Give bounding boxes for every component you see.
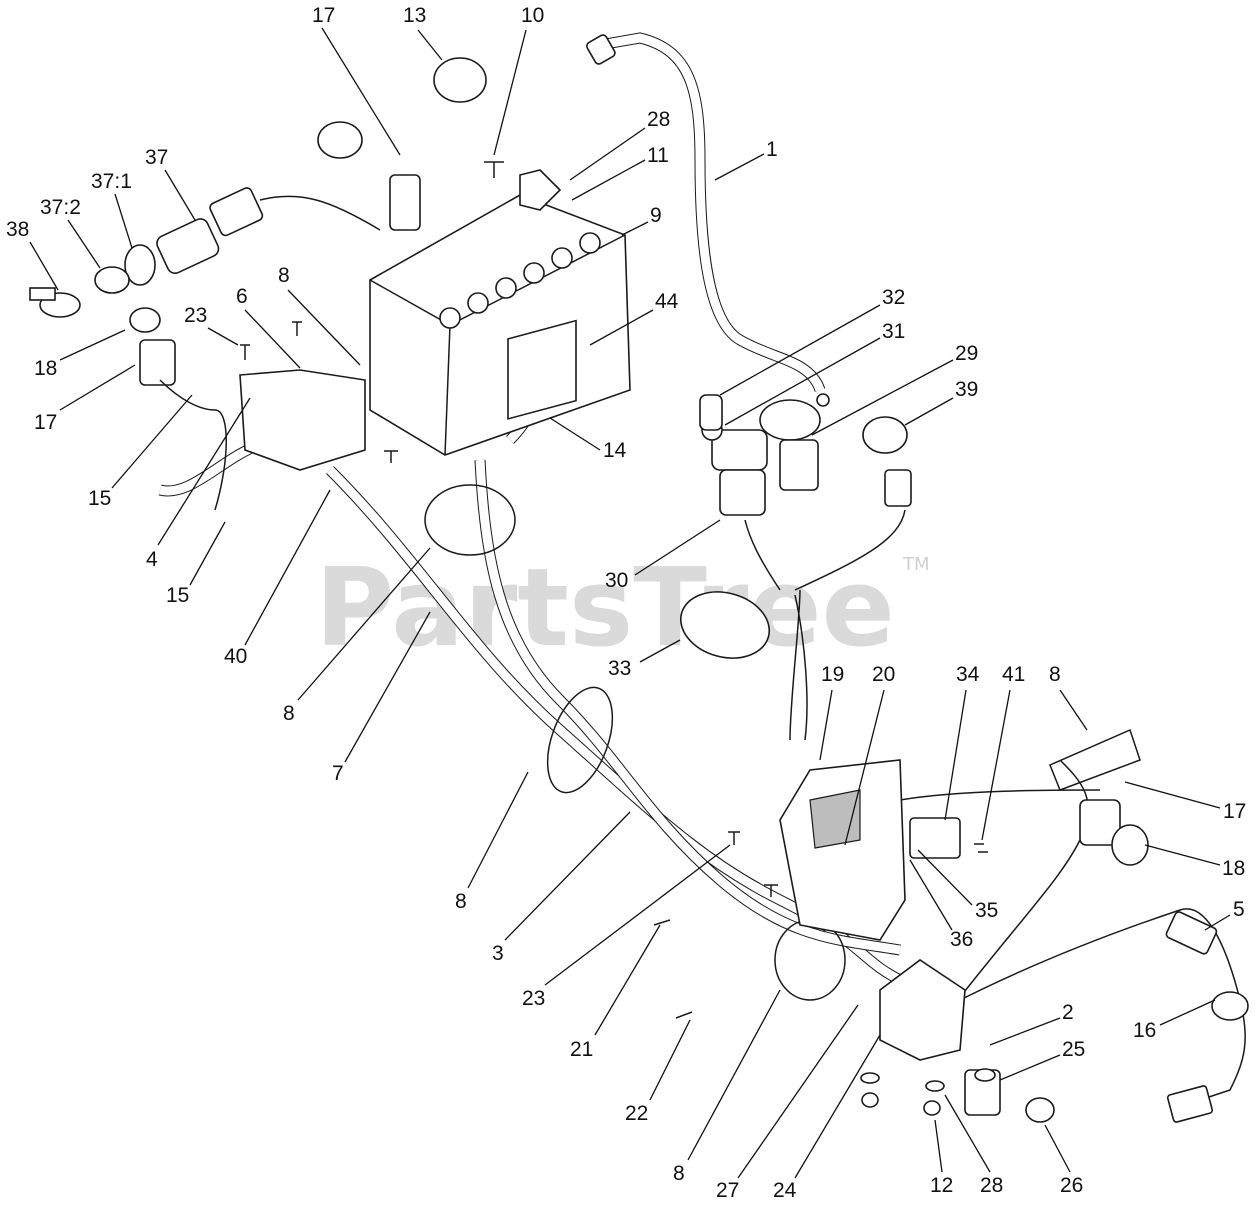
callout-17b: 17 [34,411,57,434]
ignition-switch [29,187,381,318]
callout-1: 1 [766,138,778,161]
callout-26: 26 [1060,1174,1083,1197]
callout-31: 31 [882,320,905,343]
callout-18: 18 [34,357,57,380]
callout-10: 10 [521,4,544,27]
key-switch [699,394,768,516]
callout-12: 12 [930,1174,953,1197]
callout-7: 7 [332,762,344,785]
fuse-holder [389,174,421,231]
watermark-tm: TM [902,554,930,575]
callout-11: 11 [647,144,669,167]
callout-14: 14 [603,439,627,462]
callout-40: 40 [224,645,247,668]
callout-37-1: 37:1 [91,170,132,193]
hour-meter [862,416,912,507]
terminal-boot-2 [317,121,363,159]
controller-module [779,759,906,941]
callout-23b: 23 [522,987,545,1010]
grommet [1211,991,1249,1021]
callout-36: 36 [950,928,973,951]
inline-fuse [1165,911,1218,955]
callout-34: 34 [956,663,980,686]
callout-24: 24 [773,1179,797,1202]
callout-6: 6 [236,285,248,308]
callout-44: 44 [655,290,679,313]
nut-3 [923,1100,941,1116]
callout-28: 28 [647,108,670,131]
callout-19: 19 [821,663,844,686]
relay [909,817,961,859]
callout-15b: 15 [166,584,189,607]
battery-cable [586,32,830,407]
callout-18b: 18 [1222,857,1245,880]
seat-switch [1079,799,1121,846]
callout-37-2: 37:2 [40,196,81,219]
callout-15: 15 [88,487,111,510]
starter-solenoid [879,959,1001,1116]
callout-38: 38 [6,218,29,241]
callout-4: 4 [146,548,158,571]
callout-35: 35 [975,899,998,922]
washer [860,1072,880,1084]
callout-8b: 8 [283,702,295,725]
callout-41: 41 [1002,663,1025,686]
pto-switch [759,399,821,491]
callout-8e: 8 [673,1162,685,1185]
main-harness [158,349,903,985]
right-harness [744,509,1246,1101]
callout-8: 8 [278,264,290,287]
callout-25: 25 [1062,1038,1085,1061]
callout-27: 27 [716,1179,739,1202]
callout-23: 23 [184,304,207,327]
switch-boot [679,591,771,659]
callout-13: 13 [403,4,426,27]
callout-33: 33 [608,657,631,680]
washer-2 [925,1080,945,1092]
screws [240,161,988,1019]
callout-group: 17 13 10 28 11 1 9 37 37:1 37:2 38 18 23… [6,4,1246,1202]
callout-32: 32 [882,286,905,309]
nut-2 [861,1092,879,1108]
cable-tie [424,484,516,556]
cable-tie-2 [546,686,614,794]
callout-16: 16 [1133,1019,1156,1042]
callout-37: 37 [145,146,168,169]
callout-29: 29 [955,342,978,365]
callout-8c: 8 [1049,663,1061,686]
left-switch-assembly [129,307,366,511]
callout-17: 17 [312,4,335,27]
callout-39: 39 [955,378,978,401]
callout-2: 2 [1062,1001,1074,1024]
callout-5: 5 [1233,898,1245,921]
callout-8d: 8 [455,890,467,913]
seat-switch-boot [1111,824,1149,866]
callout-20: 20 [872,663,895,686]
terminal-boot [433,57,487,103]
battery [369,169,631,456]
callout-9: 9 [650,204,662,227]
callout-30: 30 [605,569,628,592]
watermark-text: PartsTree [315,546,895,671]
callout-22: 22 [625,1102,648,1125]
battery-caps [439,232,601,329]
callout-17c: 17 [1223,800,1246,823]
callout-28b: 28 [980,1174,1003,1197]
cable-tie-4 [1049,728,1141,791]
harness-plug [1166,1085,1214,1123]
nut [1025,1097,1055,1123]
callout-3: 3 [492,942,504,965]
callout-21: 21 [570,1038,593,1061]
